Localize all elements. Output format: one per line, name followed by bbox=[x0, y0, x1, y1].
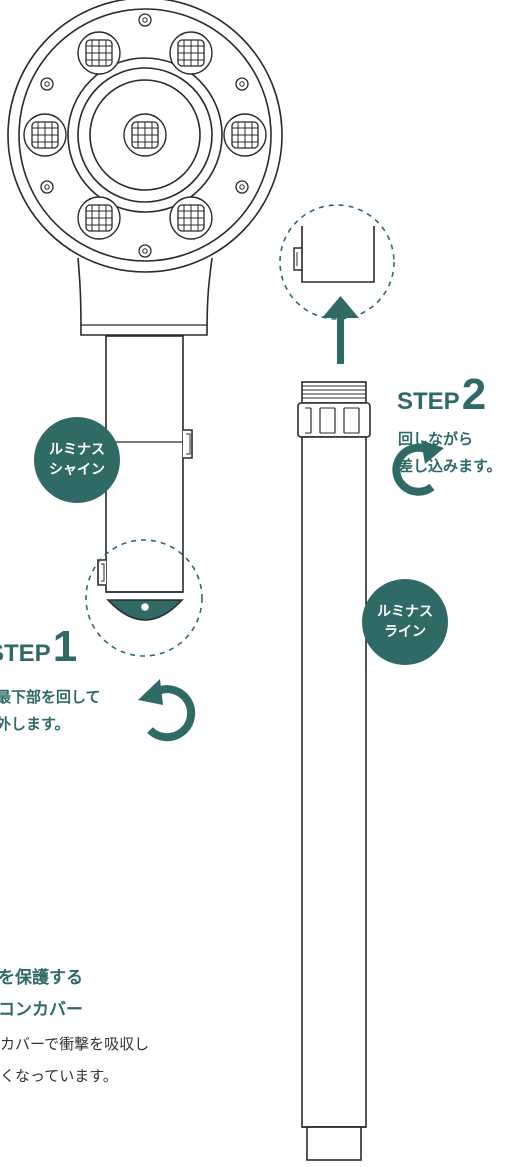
feature-text-line2: くなっています。 bbox=[0, 1067, 118, 1085]
step1-word: STEP bbox=[0, 640, 51, 667]
step2-word: STEP bbox=[397, 388, 460, 415]
step2-desc-line2: 差し込みます。 bbox=[398, 457, 502, 475]
step1-description: 最下部を回して 外します。 bbox=[0, 684, 101, 738]
rotate-clockwise-icon bbox=[392, 440, 444, 496]
feature-title-line2: コンカバー bbox=[0, 1000, 83, 1020]
badge-shine-line1: ルミナス bbox=[49, 442, 105, 458]
step1-title: STEP1 bbox=[0, 622, 77, 672]
step2-highlight-detail bbox=[279, 204, 395, 320]
step1-desc-line2: 外します。 bbox=[0, 715, 70, 733]
step1-desc-line1: 最下部を回して bbox=[0, 688, 101, 706]
luminous-shine-badge: ルミナス シャイン bbox=[34, 417, 120, 503]
step2-number: 2 bbox=[461, 370, 487, 419]
step1-number: 1 bbox=[52, 622, 78, 671]
rotate-counterclockwise-icon bbox=[138, 679, 196, 742]
shower-head-drawing bbox=[7, 0, 283, 336]
badge-line-line1: ルミナス bbox=[377, 604, 433, 620]
step2-desc-line1: 回しながら bbox=[398, 430, 474, 448]
handle-drawing bbox=[97, 335, 193, 621]
step2-title: STEP2 bbox=[397, 370, 486, 420]
feature-title: を保護する コンカバー bbox=[0, 962, 83, 1026]
badge-line-line2: ライン bbox=[384, 624, 426, 640]
insert-arrow-icon bbox=[322, 296, 359, 364]
badge-shine-line2: シャイン bbox=[49, 462, 105, 478]
tube-drawing bbox=[297, 381, 371, 1161]
feature-text-line1: カバーで衝撃を吸収し bbox=[0, 1035, 150, 1053]
step1-highlight-circle bbox=[85, 539, 203, 657]
feature-title-line1: を保護する bbox=[0, 968, 83, 988]
feature-text: カバーで衝撃を吸収し くなっています。 bbox=[0, 1028, 149, 1092]
luminous-line-badge: ルミナス ライン bbox=[362, 579, 448, 665]
step2-description: 回しながら 差し込みます。 bbox=[398, 426, 502, 480]
